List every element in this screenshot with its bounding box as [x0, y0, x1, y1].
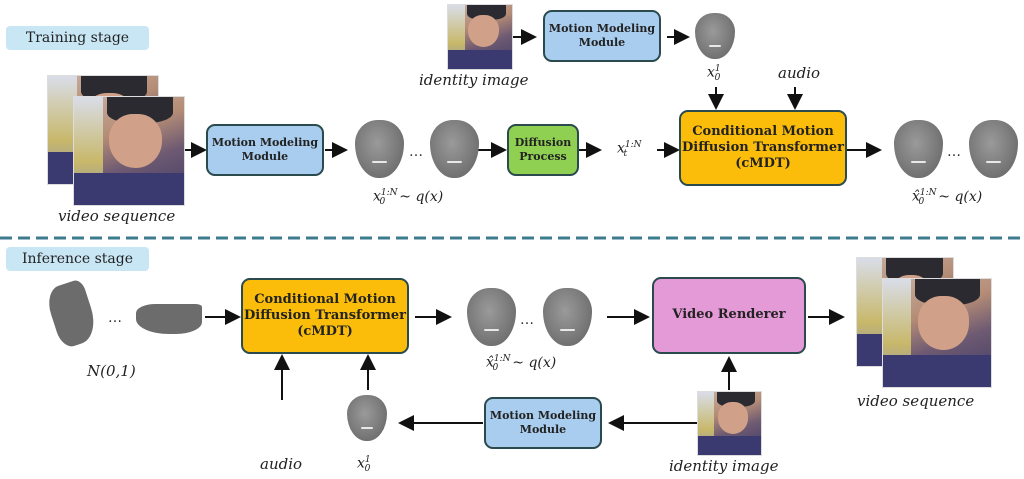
inference-motion-modeling-module: Motion Modeling Module: [484, 397, 602, 449]
noise-label: N(0,1): [87, 362, 136, 380]
training-faces-ellipsis: …: [409, 144, 423, 160]
inference-audio-label: audio: [260, 455, 303, 473]
diffusion-process-box: Diffusion Process: [507, 124, 579, 176]
training-video-sequence-label: video sequence: [58, 207, 176, 225]
training-stage-label: Training stage: [6, 26, 149, 50]
training-motion-modeling-module-top: Motion Modeling Module: [543, 10, 661, 62]
inference-face-mesh-2: [543, 288, 592, 346]
training-output-face-mesh-2: [969, 120, 1018, 178]
inference-faces-ellipsis: …: [520, 312, 534, 328]
training-face-mesh-1: [355, 120, 404, 178]
inference-stage-label: Inference stage: [6, 247, 149, 271]
training-x01-label: x10: [707, 64, 721, 84]
noise-mesh-2: [136, 304, 202, 334]
inference-identity-image-label: identity image: [669, 457, 779, 475]
training-x0-sequence-label: x1:N0~ q(x): [373, 188, 444, 208]
inference-x01-label: x10: [357, 455, 371, 475]
inference-cmdt-box: Conditional Motion Diffusion Transformer…: [241, 278, 409, 354]
training-cmdt-box: Conditional Motion Diffusion Transformer…: [679, 110, 847, 186]
training-output-face-mesh-1: [894, 120, 943, 178]
noise-ellipsis: …: [108, 310, 122, 326]
inference-video-sequence-label: video sequence: [857, 392, 975, 410]
audio-waveform-inference: [232, 411, 326, 439]
inference-xhat-label: x̂1:N0~ q(x): [486, 354, 557, 374]
training-motion-modeling-module: Motion Modeling Module: [206, 124, 324, 176]
training-output-ellipsis: …: [947, 144, 961, 160]
training-x01-face-mesh: [695, 13, 735, 59]
output-video-frame-front: [882, 278, 992, 388]
video-frame-front: [73, 96, 185, 206]
inference-face-mesh-1: [467, 288, 516, 346]
inference-identity-image: [697, 391, 762, 456]
training-xhat-label: x̂1:N0~ q(x): [912, 188, 983, 208]
training-audio-label: audio: [778, 64, 821, 82]
training-identity-image: [447, 4, 513, 70]
inference-x01-face-mesh: [347, 395, 387, 441]
xt-label: x1:Nt: [617, 140, 642, 160]
training-face-mesh-2: [430, 120, 479, 178]
audio-waveform-training: [752, 34, 846, 62]
training-identity-image-label: identity image: [419, 71, 529, 89]
video-renderer-box: Video Renderer: [652, 277, 806, 354]
